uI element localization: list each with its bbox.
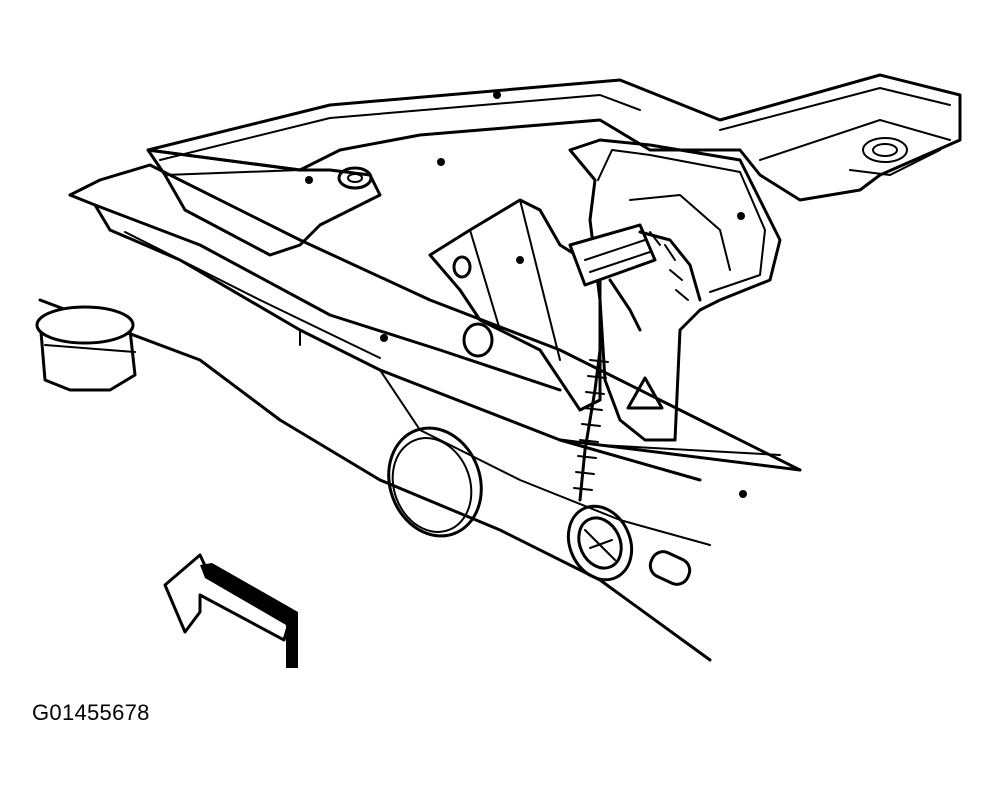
warning-triangle-icon bbox=[626, 376, 664, 410]
figure-code: G01455678 bbox=[32, 700, 150, 725]
harness-grommet bbox=[566, 504, 634, 582]
side-plate bbox=[146, 148, 382, 257]
upper-crossmember bbox=[146, 73, 962, 202]
arrow-up-left-icon bbox=[163, 553, 298, 668]
body-mount bbox=[35, 305, 137, 392]
sensor-bracket bbox=[428, 198, 602, 412]
sensor-connector bbox=[568, 223, 702, 332]
frame-rail bbox=[38, 163, 802, 662]
rail-slot bbox=[648, 550, 692, 586]
wiring-harness bbox=[573, 348, 609, 502]
rail-access-hole bbox=[387, 426, 483, 538]
wiring-bracket bbox=[568, 138, 782, 442]
